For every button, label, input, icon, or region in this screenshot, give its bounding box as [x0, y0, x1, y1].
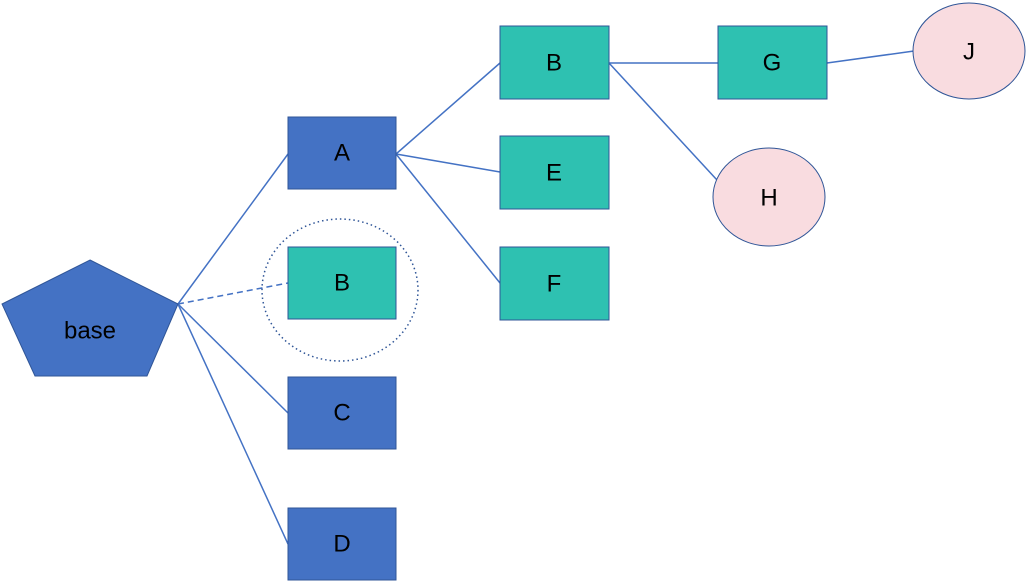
node-b-ref-shape: [287, 246, 397, 320]
node-d-shape: [287, 507, 397, 581]
edge-b-h: [608, 62, 718, 181]
node-j-shape: [912, 2, 1026, 100]
node-f[interactable]: F: [499, 246, 610, 321]
node-base-shape: [1, 259, 179, 377]
node-h[interactable]: H: [712, 147, 826, 247]
node-e-shape: [499, 135, 610, 210]
node-j-label: J: [963, 38, 975, 65]
node-a[interactable]: A: [287, 116, 397, 190]
node-b[interactable]: B: [499, 25, 610, 100]
node-base[interactable]: base: [1, 259, 179, 377]
node-d-label: D: [333, 530, 350, 557]
node-b-shape: [499, 25, 610, 100]
edge-base-a: [177, 153, 289, 305]
node-h-label: H: [760, 184, 777, 211]
node-j[interactable]: J: [912, 2, 1026, 100]
node-f-shape: [499, 246, 610, 321]
node-g[interactable]: G: [717, 25, 828, 100]
node-c[interactable]: C: [287, 376, 397, 450]
node-h-shape: [712, 147, 826, 247]
node-a-shape: [287, 116, 397, 190]
edge-base-b-ref: [177, 282, 289, 305]
node-b-ref-label: B: [334, 269, 350, 296]
edge-base-d: [177, 303, 289, 545]
node-f-label: F: [547, 270, 562, 297]
edge-base-c: [177, 303, 289, 414]
node-g-label: G: [763, 49, 782, 76]
node-base-label: base: [64, 317, 116, 344]
node-d[interactable]: D: [287, 507, 397, 581]
edge-g-j: [826, 50, 915, 64]
node-a-label: A: [334, 139, 350, 166]
edge-a-e: [395, 153, 501, 173]
node-b-label: B: [546, 49, 562, 76]
highlight-circle: [261, 218, 419, 362]
node-e-label: E: [546, 159, 562, 186]
node-b-ref[interactable]: B: [287, 246, 397, 320]
node-c-label: C: [333, 399, 350, 426]
edges: [177, 50, 915, 545]
edge-a-f: [395, 153, 501, 284]
node-g-shape: [717, 25, 828, 100]
edge-a-b: [395, 62, 501, 155]
node-c-shape: [287, 376, 397, 450]
node-e[interactable]: E: [499, 135, 610, 210]
